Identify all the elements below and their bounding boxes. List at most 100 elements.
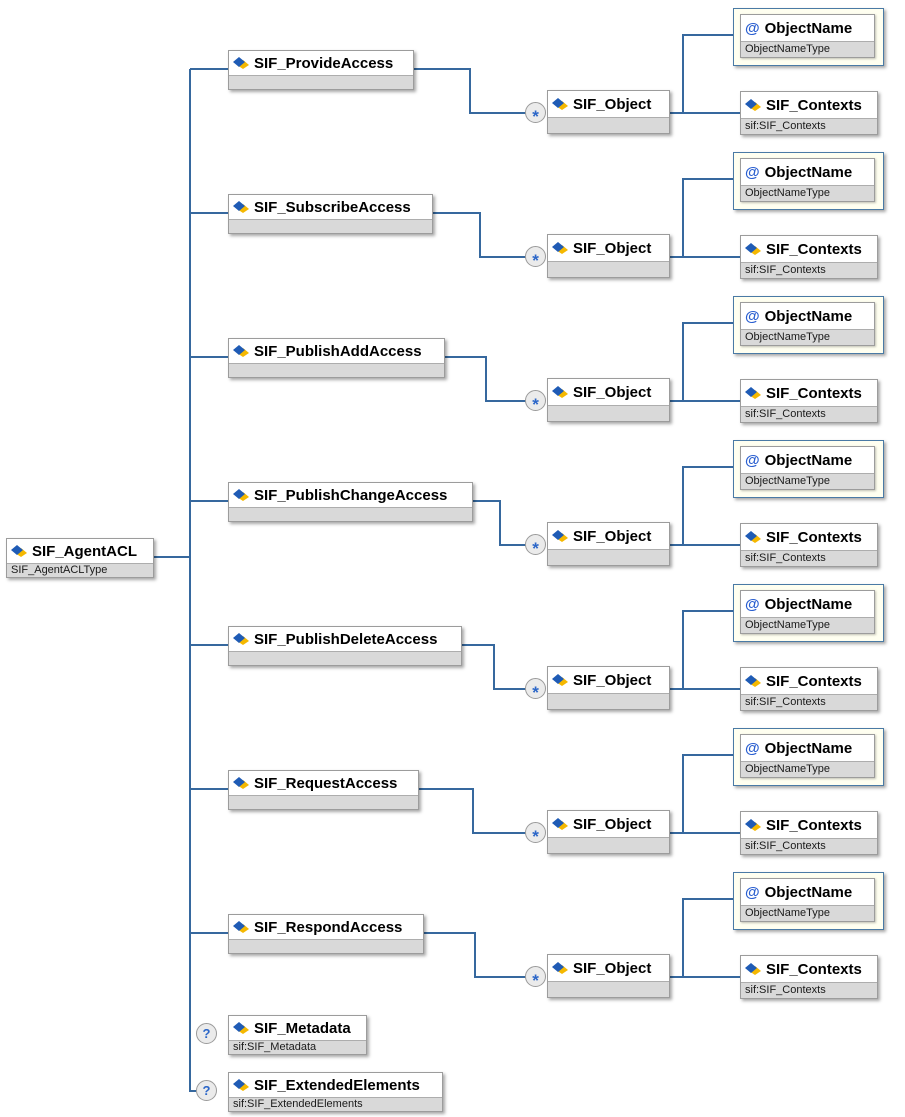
access-element-label: SIF_SubscribeAccess xyxy=(254,198,411,216)
access-element-title: SIF_PublishChangeAccess xyxy=(229,483,472,507)
sif-contexts-node[interactable]: SIF_Contexts sif:SIF_Contexts xyxy=(740,667,878,711)
sif-contexts-label: SIF_Contexts xyxy=(766,672,862,690)
access-element-node[interactable]: SIF_ProvideAccess xyxy=(228,50,414,90)
sif-contexts-label: SIF_Contexts xyxy=(766,384,862,402)
attribute-wrapper: @ ObjectName ObjectNameType xyxy=(733,584,884,642)
objectname-attribute-label: ObjectName xyxy=(764,883,853,901)
element-icon xyxy=(745,819,761,831)
access-element-type-strip xyxy=(229,507,472,521)
element-icon xyxy=(233,489,249,501)
root-element-node[interactable]: SIF_AgentACL SIF_AgentACLType xyxy=(6,538,154,578)
sif-object-node[interactable]: SIF_Object xyxy=(547,378,670,422)
sif-object-type-strip xyxy=(548,261,669,277)
element-icon xyxy=(233,57,249,69)
sif-extendedelements-label: SIF_ExtendedElements xyxy=(254,1076,420,1094)
access-element-node[interactable]: SIF_SubscribeAccess xyxy=(228,194,433,234)
objectname-attribute-node[interactable]: @ ObjectName ObjectNameType xyxy=(740,878,875,922)
objectname-attribute-node[interactable]: @ ObjectName ObjectNameType xyxy=(740,302,875,346)
cardinality-badge: * xyxy=(525,678,546,702)
access-element-node[interactable]: SIF_RequestAccess xyxy=(228,770,419,810)
sif-contexts-node[interactable]: SIF_Contexts sif:SIF_Contexts xyxy=(740,91,878,135)
root-element-type: SIF_AgentACLType xyxy=(7,563,153,577)
sif-object-type-strip xyxy=(548,117,669,133)
attribute-wrapper: @ ObjectName ObjectNameType xyxy=(733,872,884,930)
access-element-node[interactable]: SIF_PublishAddAccess xyxy=(228,338,445,378)
attribute-wrapper: @ ObjectName ObjectNameType xyxy=(733,296,884,354)
sif-object-label: SIF_Object xyxy=(573,671,652,689)
objectname-attribute-node[interactable]: @ ObjectName ObjectNameType xyxy=(740,734,875,778)
sif-object-title: SIF_Object xyxy=(548,91,669,117)
sif-contexts-label: SIF_Contexts xyxy=(766,960,862,978)
sif-contexts-node[interactable]: SIF_Contexts sif:SIF_Contexts xyxy=(740,379,878,423)
root-element-label: SIF_AgentACL xyxy=(32,542,137,560)
element-icon xyxy=(745,675,761,687)
element-icon xyxy=(233,921,249,933)
sif-object-node[interactable]: SIF_Object xyxy=(547,90,670,134)
sif-contexts-title: SIF_Contexts xyxy=(741,524,877,550)
access-element-node[interactable]: SIF_RespondAccess xyxy=(228,914,424,954)
access-element-type-strip xyxy=(229,939,423,953)
optional-indicator-badge: ? xyxy=(196,1080,217,1101)
access-element-type-strip xyxy=(229,75,413,89)
access-element-type-strip xyxy=(229,219,432,233)
sif-extendedelements-title: SIF_ExtendedElements xyxy=(229,1073,442,1097)
sif-contexts-type: sif:SIF_Contexts xyxy=(741,118,877,134)
objectname-attribute-title: @ ObjectName xyxy=(741,447,874,473)
access-element-title: SIF_PublishDeleteAccess xyxy=(229,627,461,651)
element-icon xyxy=(552,386,568,398)
sif-contexts-node[interactable]: SIF_Contexts sif:SIF_Contexts xyxy=(740,955,878,999)
cardinality-glyph: * xyxy=(532,395,539,414)
sif-extendedelements-node[interactable]: SIF_ExtendedElements sif:SIF_ExtendedEle… xyxy=(228,1072,443,1112)
objectname-attribute-node[interactable]: @ ObjectName ObjectNameType xyxy=(740,14,875,58)
access-element-title: SIF_RespondAccess xyxy=(229,915,423,939)
access-element-label: SIF_PublishChangeAccess xyxy=(254,486,448,504)
element-icon xyxy=(552,98,568,110)
element-icon xyxy=(552,674,568,686)
objectname-attribute-label: ObjectName xyxy=(764,19,853,37)
objectname-attribute-type: ObjectNameType xyxy=(741,617,874,633)
objectname-attribute-node[interactable]: @ ObjectName ObjectNameType xyxy=(740,446,875,490)
attribute-icon: @ xyxy=(745,595,760,613)
sif-contexts-type: sif:SIF_Contexts xyxy=(741,982,877,998)
element-icon xyxy=(745,531,761,543)
sif-object-label: SIF_Object xyxy=(573,815,652,833)
cardinality-glyph: * xyxy=(532,683,539,702)
sif-contexts-title: SIF_Contexts xyxy=(741,380,877,406)
sif-contexts-node[interactable]: SIF_Contexts sif:SIF_Contexts xyxy=(740,811,878,855)
root-element-title: SIF_AgentACL xyxy=(7,539,153,563)
sif-contexts-node[interactable]: SIF_Contexts sif:SIF_Contexts xyxy=(740,523,878,567)
sif-object-node[interactable]: SIF_Object xyxy=(547,234,670,278)
objectname-attribute-title: @ ObjectName xyxy=(741,591,874,617)
objectname-attribute-type: ObjectNameType xyxy=(741,329,874,345)
attribute-icon: @ xyxy=(745,883,760,901)
optional-indicator-glyph: ? xyxy=(202,1083,211,1098)
sif-object-node[interactable]: SIF_Object xyxy=(547,810,670,854)
sif-object-title: SIF_Object xyxy=(548,811,669,837)
cardinality-glyph: * xyxy=(532,251,539,270)
sif-metadata-node[interactable]: SIF_Metadata sif:SIF_Metadata xyxy=(228,1015,367,1055)
element-icon xyxy=(233,777,249,789)
cardinality-glyph: * xyxy=(532,827,539,846)
objectname-attribute-label: ObjectName xyxy=(764,595,853,613)
attribute-wrapper: @ ObjectName ObjectNameType xyxy=(733,440,884,498)
access-element-node[interactable]: SIF_PublishChangeAccess xyxy=(228,482,473,522)
sif-object-node[interactable]: SIF_Object xyxy=(547,954,670,998)
sif-metadata-label: SIF_Metadata xyxy=(254,1019,351,1037)
optional-indicator-glyph: ? xyxy=(202,1026,211,1041)
objectname-attribute-label: ObjectName xyxy=(764,307,853,325)
access-element-label: SIF_PublishDeleteAccess xyxy=(254,630,438,648)
attribute-icon: @ xyxy=(745,307,760,325)
cardinality-badge: * xyxy=(525,390,546,414)
sif-object-node[interactable]: SIF_Object xyxy=(547,522,670,566)
element-icon xyxy=(552,818,568,830)
element-icon xyxy=(552,530,568,542)
sif-object-title: SIF_Object xyxy=(548,379,669,405)
objectname-attribute-node[interactable]: @ ObjectName ObjectNameType xyxy=(740,590,875,634)
sif-object-node[interactable]: SIF_Object xyxy=(547,666,670,710)
sif-contexts-node[interactable]: SIF_Contexts sif:SIF_Contexts xyxy=(740,235,878,279)
access-element-node[interactable]: SIF_PublishDeleteAccess xyxy=(228,626,462,666)
objectname-attribute-type: ObjectNameType xyxy=(741,761,874,777)
objectname-attribute-node[interactable]: @ ObjectName ObjectNameType xyxy=(740,158,875,202)
sif-contexts-label: SIF_Contexts xyxy=(766,816,862,834)
